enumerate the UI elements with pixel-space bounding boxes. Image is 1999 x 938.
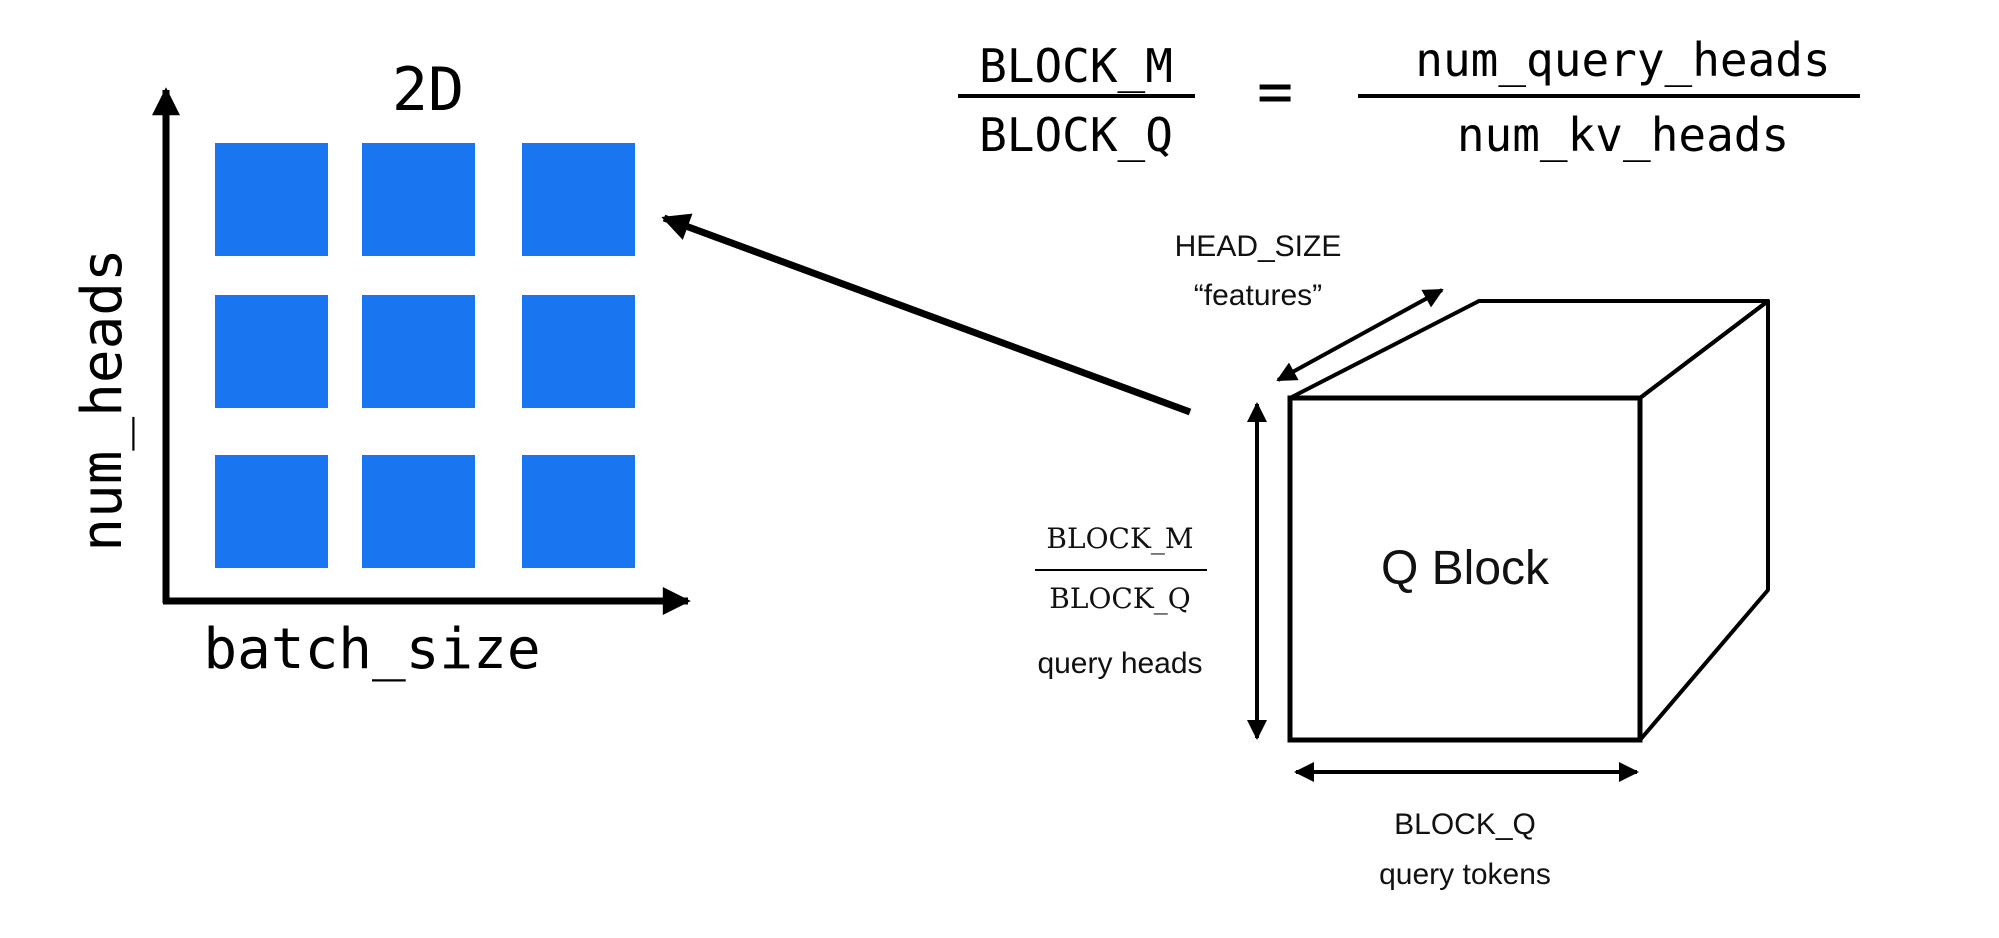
grid-cell xyxy=(522,295,635,408)
height-fraction-numerator: BLOCK_M xyxy=(1046,522,1193,555)
cube-top-face xyxy=(1288,299,1770,400)
x-axis-label: batch_size xyxy=(203,617,540,682)
width-label-line2: query tokens xyxy=(1379,858,1551,891)
lhs-denominator: BLOCK_Q xyxy=(979,108,1173,162)
equals-sign: = xyxy=(1257,57,1293,127)
grid-cell xyxy=(362,455,475,568)
grid-cell xyxy=(215,143,328,256)
depth-arrow xyxy=(1276,288,1444,382)
grid-title: 2D xyxy=(392,55,464,125)
rhs-numerator: num_query_heads xyxy=(1415,33,1830,87)
grid-cell xyxy=(215,295,328,408)
grid-cell xyxy=(215,455,328,568)
rhs-denominator: num_kv_heads xyxy=(1457,108,1789,162)
width-label-line1: BLOCK_Q xyxy=(1394,808,1536,841)
mapping-arrow xyxy=(661,213,1192,416)
height-label: query heads xyxy=(1037,647,1202,680)
height-fraction-denominator: BLOCK_Q xyxy=(1049,582,1190,615)
grid-cell xyxy=(522,455,635,568)
depth-label-line2: “features” xyxy=(1194,279,1322,312)
depth-label-line1: HEAD_SIZE xyxy=(1175,230,1342,263)
grid-panel: 2D batch_size num_heads xyxy=(70,55,691,682)
cube-front-face xyxy=(1287,395,1643,743)
y-axis-label: num_heads xyxy=(70,248,135,551)
ratio-equation: BLOCK_M BLOCK_Q = num_query_heads num_kv… xyxy=(958,33,1860,162)
q-block-cube: Q Block HEAD_SIZE “features” BLOCK_M BLO… xyxy=(1035,230,1770,891)
grid-cell xyxy=(362,143,475,256)
cube-side-face xyxy=(1638,299,1770,742)
grid-cell xyxy=(522,143,635,256)
grid-cell xyxy=(362,295,475,408)
grid-cells xyxy=(215,143,635,568)
cube-label: Q Block xyxy=(1381,542,1550,595)
lhs-numerator: BLOCK_M xyxy=(979,39,1173,93)
